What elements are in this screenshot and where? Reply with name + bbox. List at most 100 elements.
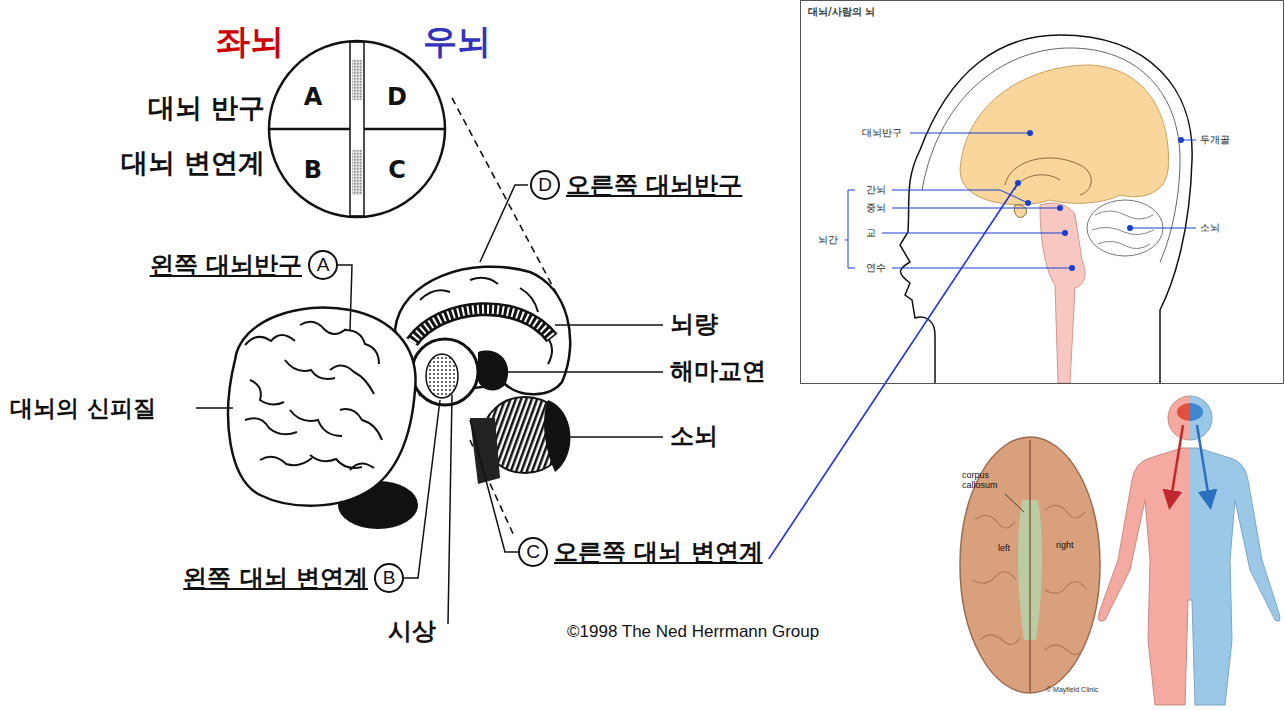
- brain-top-view-and-body: [1029, 440, 1030, 692]
- text-label: 우뇌: [423, 22, 491, 61]
- text-label: 연수: [866, 262, 886, 274]
- left-hemisphere: [330, 365, 374, 394]
- left-hemisphere: [250, 380, 284, 405]
- text-label: left: [998, 543, 1010, 553]
- callout-label: 왼쪽 대뇌 변연계B: [177, 562, 404, 594]
- callout-name: 오른쪽 대뇌반구: [566, 169, 742, 201]
- brain-top-view-and-body: [1170, 425, 1183, 505]
- brain-top-view-and-body: [960, 437, 1100, 693]
- leader-dot: [1015, 130, 1184, 271]
- brain-top-view-and-body: [1045, 505, 1085, 518]
- leader-line: [568, 436, 663, 438]
- right-hemisphere-cutaway: [520, 288, 538, 312]
- right-hemisphere-cutaway: [478, 351, 508, 391]
- right-hemisphere-cutaway: [412, 339, 478, 405]
- callout-name: 왼쪽 대뇌 변연계: [183, 562, 368, 594]
- callout-label: C오른쪽 대뇌 변연계: [518, 536, 769, 568]
- left-hemisphere: [345, 330, 379, 364]
- brain-top-view-and-body: [980, 635, 1020, 645]
- leader-line: [882, 233, 1065, 234]
- connector-line: [769, 384, 885, 559]
- leader-line: [845, 190, 855, 268]
- left-hemisphere: [228, 307, 418, 529]
- quadrant-circle-frame: [352, 150, 362, 195]
- leader-dot: [1127, 225, 1133, 231]
- text-label: 소뇌: [670, 423, 718, 451]
- right-hemisphere-cutaway: [544, 400, 570, 472]
- leader-line: [845, 133, 1196, 268]
- quadrant-arc: [269, 129, 357, 217]
- leader-dot: [1057, 205, 1063, 211]
- leader-line: [892, 190, 1028, 203]
- text-label: 대뇌 변연계: [121, 147, 265, 178]
- right-hemisphere-cutaway: [548, 338, 552, 364]
- left-hemisphere: [285, 360, 335, 379]
- leader-line: [196, 407, 233, 409]
- leader-line: [1130, 228, 1196, 229]
- text-label: 해마교연: [670, 358, 766, 386]
- callout-label: 왼쪽 대뇌반구A: [144, 249, 338, 281]
- brain-top-view-and-body: [1098, 396, 1190, 705]
- right-hemisphere-cutaway: [426, 354, 458, 398]
- left-hemisphere: [245, 418, 297, 434]
- head-section-illustration: [1092, 211, 1154, 249]
- leader-line: [404, 400, 440, 578]
- text-label: 대뇌반구: [862, 127, 902, 139]
- text-label: 간뇌: [866, 184, 886, 196]
- text-label: 뇌량: [670, 311, 718, 339]
- head-section-illustration: [900, 35, 1192, 383]
- text-label: 뇌간: [818, 234, 838, 246]
- callout-number: C: [518, 537, 548, 567]
- right-hemisphere-cutaway: [470, 278, 498, 284]
- left-hemisphere: [290, 410, 342, 436]
- leader-line: [892, 208, 1060, 209]
- callout-number: B: [374, 563, 404, 593]
- leader-line: [448, 395, 452, 624]
- leader-line: [507, 371, 663, 373]
- quadrant-letter: B: [304, 156, 322, 184]
- text-label: 중뇌: [866, 202, 886, 214]
- text-label: 좌뇌: [216, 22, 284, 61]
- text-label: corpus callosum: [962, 470, 1012, 491]
- quadrant-letter: C: [388, 156, 406, 184]
- brain-top-view-and-body: [1190, 396, 1280, 705]
- text-label: © Mayfield Clinic: [1046, 686, 1098, 694]
- brain-top-view-and-body: [1168, 396, 1190, 440]
- leader-dot: [1025, 200, 1031, 206]
- quadrant-cell: B: [269, 129, 357, 217]
- leader-line: [555, 324, 663, 326]
- left-hemisphere: [300, 322, 346, 334]
- brain-top-view-and-body: [975, 515, 1015, 528]
- left-hemisphere: [228, 307, 415, 505]
- callout-name: 왼쪽 대뇌반구: [150, 249, 302, 281]
- leader-line: [910, 133, 1030, 134]
- text-label: 대뇌 반구: [148, 92, 265, 123]
- text-label: 소뇌: [1200, 222, 1220, 234]
- left-hemisphere: [245, 335, 295, 345]
- text-label: ©1998 The Ned Herrmann Group: [567, 622, 819, 642]
- quadrant-arc: [357, 129, 445, 217]
- leader-dot: [1062, 230, 1068, 236]
- right-hemisphere-cutaway: [412, 309, 552, 342]
- right-hemisphere-cutaway: [420, 290, 450, 300]
- callout-number: D: [530, 170, 560, 200]
- quadrant-cell: C: [357, 129, 445, 217]
- text-label: 대뇌의 신피질: [10, 395, 156, 421]
- brain-top-view-and-body: [972, 572, 1016, 583]
- quadrant-letter: D: [387, 83, 407, 111]
- head-section-illustration: [1005, 158, 1091, 195]
- text-label: 시상: [388, 618, 436, 646]
- leader-line: [892, 268, 1072, 269]
- brain-top-view-and-body: [1190, 448, 1280, 705]
- quadrant-letter: A: [304, 83, 323, 111]
- text-label: 교: [866, 227, 876, 239]
- head-section-illustration: [1014, 205, 1026, 218]
- right-hemisphere-cutaway: [412, 309, 552, 342]
- left-hemisphere: [350, 463, 374, 470]
- right-hemisphere-cutaway: [395, 267, 570, 484]
- text-label: right: [1056, 540, 1074, 550]
- callout-number: A: [308, 250, 338, 280]
- brain-top-view-and-body: [1045, 645, 1083, 655]
- leader-dot: [1027, 130, 1033, 136]
